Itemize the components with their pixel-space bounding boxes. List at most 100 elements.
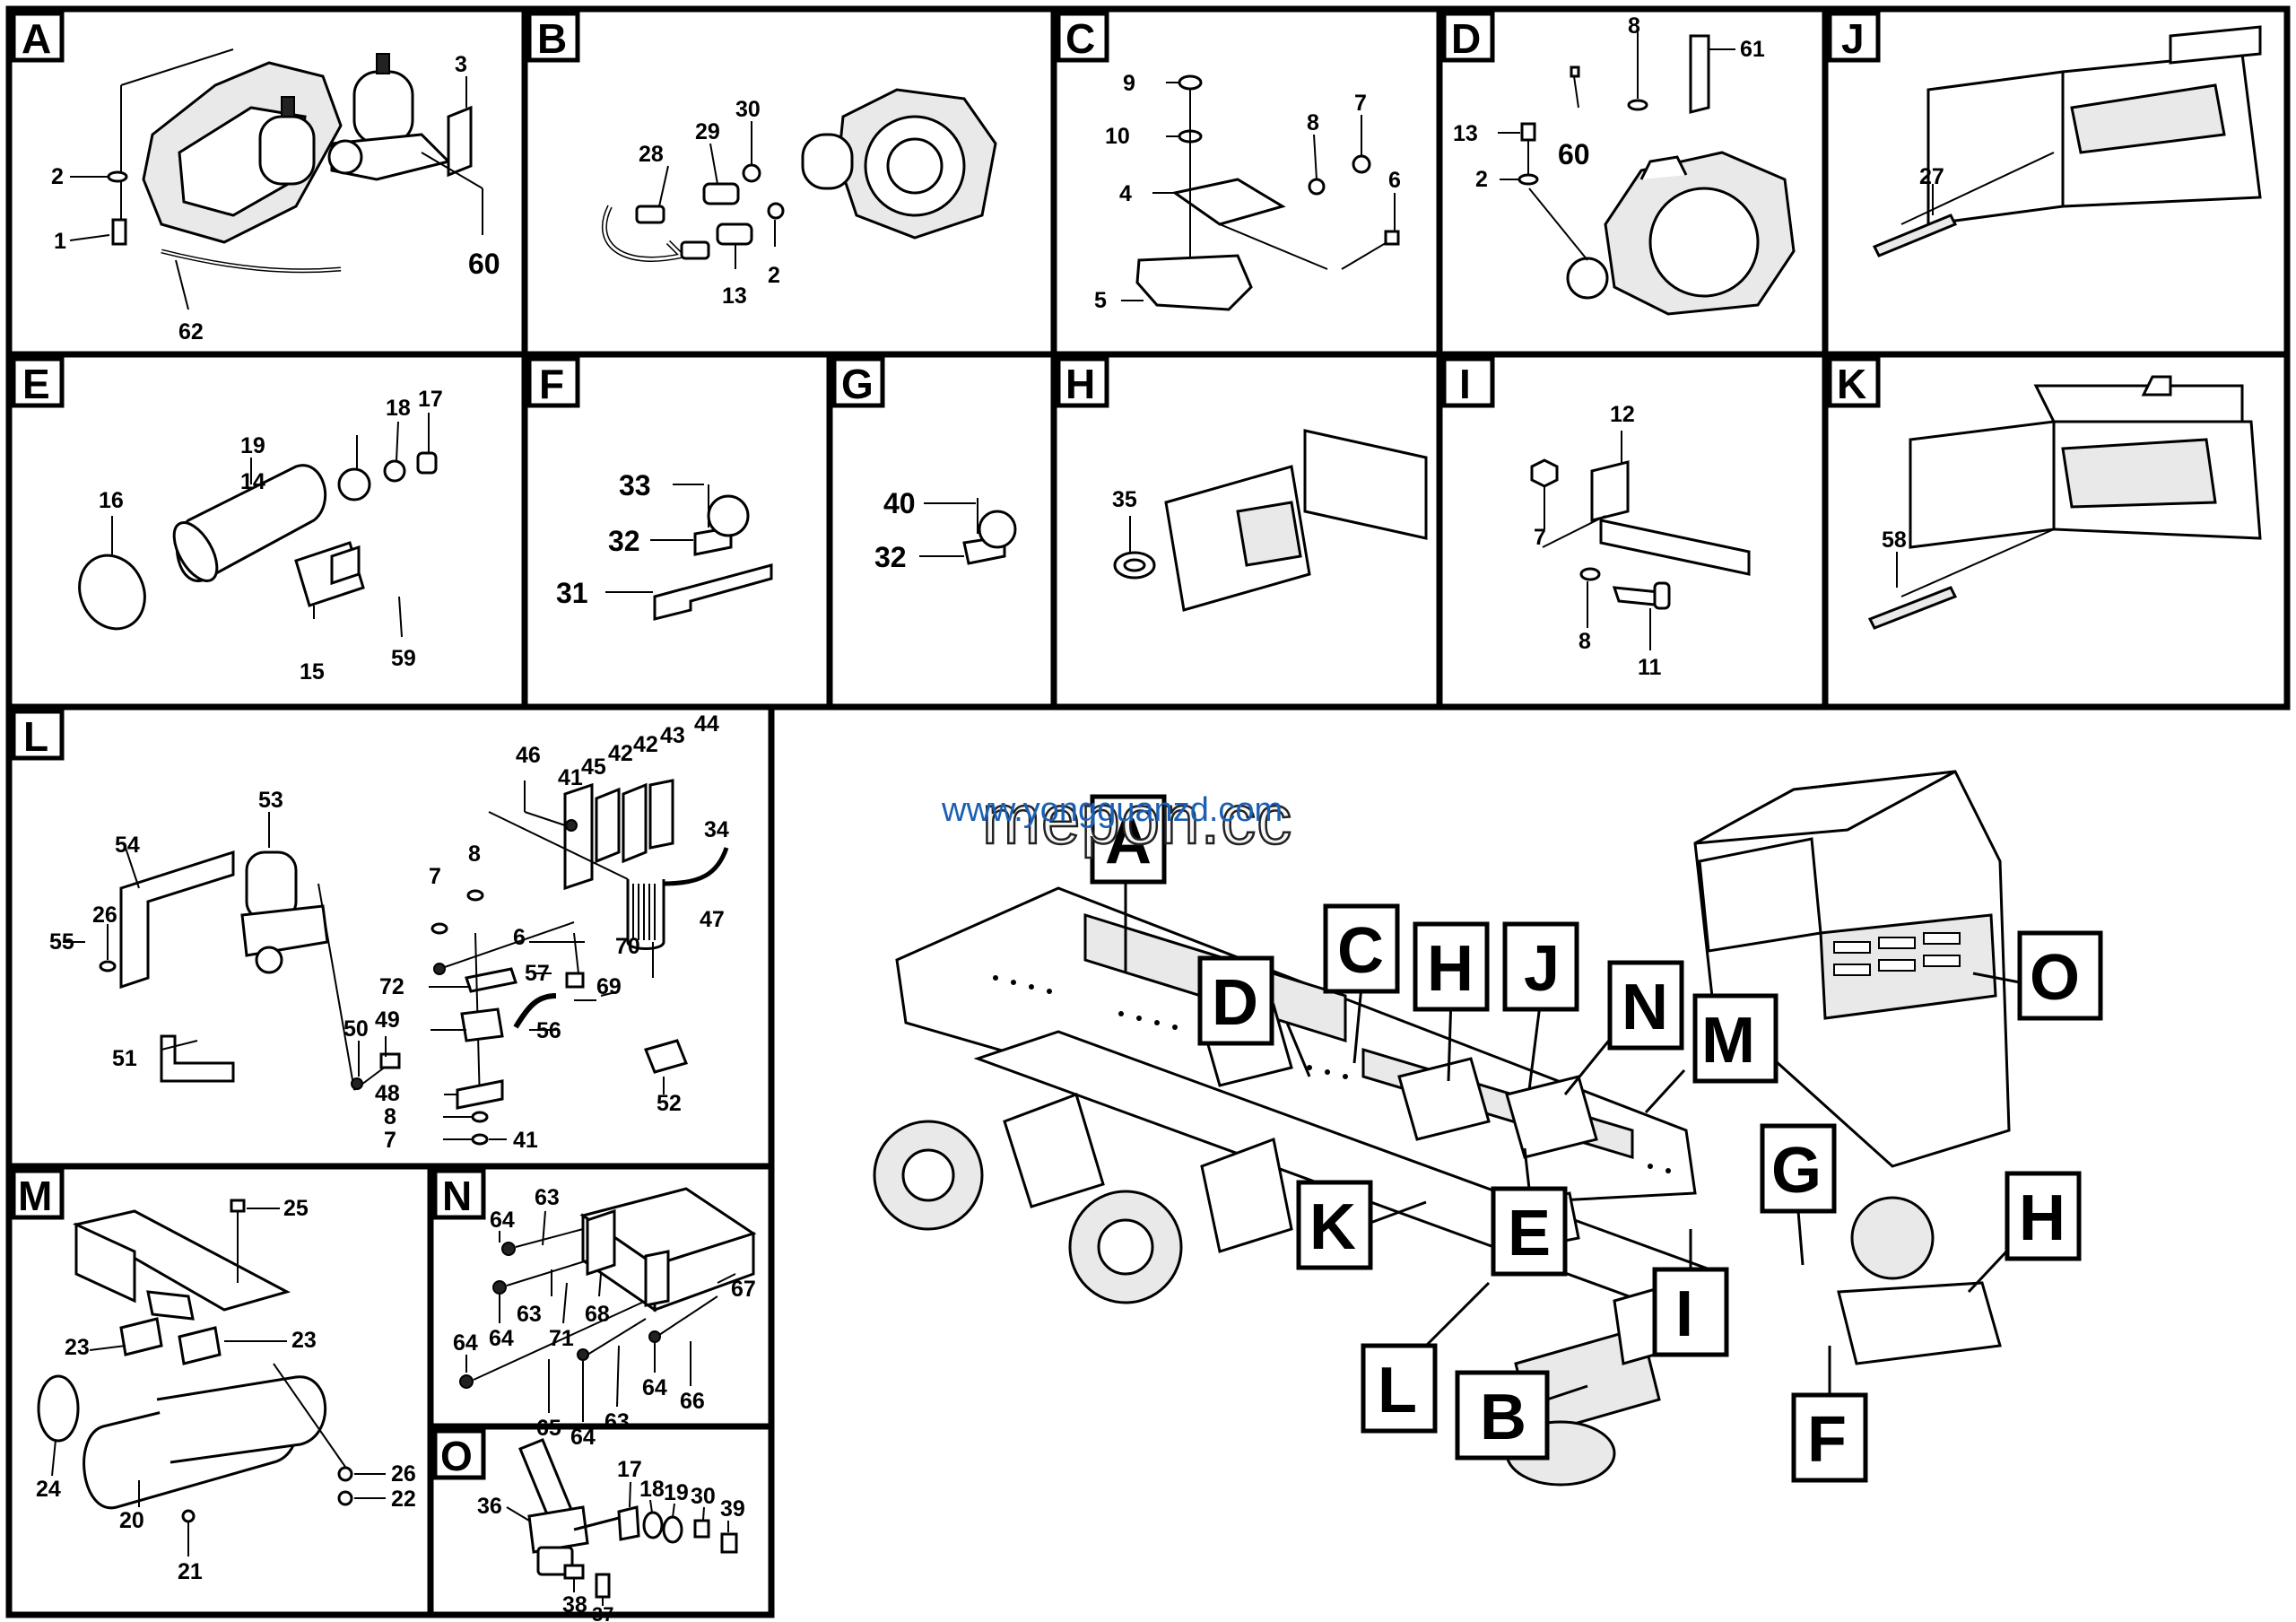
callout-m-24: 24: [36, 1477, 61, 1502]
panel-i-tag: I: [1459, 361, 1471, 407]
panel-a-tag: A: [22, 15, 51, 62]
overview-callout-m: M: [1701, 1005, 1755, 1077]
panel-a-drawing: 3 2 1 62 60: [51, 48, 500, 344]
callout-l-48: 48: [375, 1081, 400, 1106]
callout-l-44: 44: [694, 711, 719, 737]
callout-a-1: 1: [54, 229, 66, 254]
callout-l-55: 55: [49, 929, 74, 955]
callout-k-58: 58: [1882, 528, 1907, 553]
callout-l-8b: 8: [384, 1104, 396, 1129]
callout-o-38: 38: [562, 1592, 587, 1618]
callout-o-37: 37: [592, 1603, 613, 1622]
overview-callout-e: E: [1508, 1198, 1551, 1269]
callout-l-70: 70: [615, 934, 640, 959]
callout-l-46: 46: [516, 743, 541, 768]
overview-callout-h: H: [2019, 1182, 2066, 1254]
callout-i-11: 11: [1638, 655, 1662, 680]
callout-d-60: 60: [1558, 138, 1590, 170]
callout-j-27: 27: [1919, 164, 1944, 189]
callout-l-52: 52: [657, 1091, 682, 1116]
callout-l-41b: 41: [513, 1128, 538, 1153]
callout-b-29: 29: [695, 119, 720, 144]
callout-f-31: 31: [556, 577, 588, 609]
overview-callout-a: A: [1105, 806, 1152, 877]
watermark-url: www.yongguanzd.com: [941, 791, 1283, 829]
callout-c-5: 5: [1094, 288, 1107, 313]
callout-n-71: 71: [549, 1326, 574, 1351]
panel-i-drawing: 12 7 8 11: [1530, 402, 1751, 680]
panel-f-tag: F: [539, 361, 564, 407]
callout-n-63a: 63: [535, 1185, 560, 1210]
callout-c-9: 9: [1123, 71, 1135, 96]
callout-l-45: 45: [581, 754, 606, 780]
callout-n-63b: 63: [517, 1302, 542, 1327]
panel-m-tag: M: [18, 1173, 52, 1219]
callout-n-64e: 64: [642, 1375, 667, 1400]
callout-m-20: 20: [119, 1508, 144, 1533]
panel-n-drawing: 63 64 67 64 63 71 68 64 65 64 63 64 66: [453, 1185, 757, 1450]
callout-n-64c: 64: [453, 1330, 478, 1356]
callout-e-19: 19: [240, 433, 265, 458]
callout-c-10: 10: [1105, 124, 1130, 149]
callout-e-14: 14: [240, 469, 265, 494]
callout-o-19: 19: [664, 1480, 689, 1505]
watermark-brand: mepon.cc: [982, 780, 1292, 859]
overview-callout-o: O: [2030, 942, 2080, 1014]
overview-callout-h-top: H: [1427, 933, 1474, 1005]
overview-callout-g: G: [1771, 1135, 1822, 1207]
callout-g-32: 32: [874, 541, 907, 573]
panel-k-tag: K: [1837, 361, 1866, 407]
callout-c-7: 7: [1354, 91, 1367, 116]
callout-m-25: 25: [283, 1196, 309, 1221]
callout-o-30: 30: [691, 1484, 716, 1509]
panel-b-drawing: 30 29 28 13 2: [602, 88, 997, 309]
callout-o-39: 39: [720, 1496, 745, 1522]
callout-b-28: 28: [639, 142, 664, 167]
callout-l-56: 56: [536, 1018, 561, 1043]
callout-n-65: 65: [536, 1416, 561, 1441]
callout-d-13: 13: [1453, 121, 1478, 146]
callout-l-53: 53: [258, 788, 283, 813]
callout-b-30: 30: [735, 97, 761, 122]
callout-a-2: 2: [51, 164, 64, 189]
callout-e-59: 59: [391, 646, 416, 671]
callout-l-26: 26: [92, 903, 117, 928]
overview-callout-k: K: [1309, 1191, 1356, 1263]
callout-h-35: 35: [1112, 487, 1137, 512]
callout-e-17: 17: [418, 387, 443, 412]
truck-overview: [873, 770, 2021, 1487]
overview-callout-i: I: [1675, 1278, 1693, 1350]
callout-l-8a: 8: [468, 842, 481, 867]
callout-c-8: 8: [1307, 110, 1319, 135]
panel-b-tag: B: [537, 15, 567, 62]
callout-i-12: 12: [1610, 402, 1635, 427]
callout-d-2: 2: [1475, 167, 1488, 192]
callout-f-33: 33: [619, 469, 651, 501]
callout-n-64a: 64: [490, 1208, 515, 1233]
callout-m-23a: 23: [65, 1335, 90, 1360]
callout-l-50: 50: [344, 1016, 369, 1042]
callout-l-69: 69: [596, 974, 622, 999]
callout-n-64b: 64: [489, 1326, 514, 1351]
watermarks: mepon.cc www.yongguanzd.com: [941, 779, 1292, 860]
callout-n-64d: 64: [570, 1425, 596, 1450]
callout-l-7a: 7: [429, 864, 441, 889]
overview-callout-d: D: [1212, 967, 1258, 1039]
callout-e-15: 15: [300, 659, 325, 685]
panel-l-drawing: 46 41 45 42 42 43 44 34 53 54 8 7 47 6 7…: [49, 711, 729, 1153]
callout-o-18: 18: [639, 1477, 665, 1502]
panel-o-tag: O: [440, 1433, 473, 1479]
callout-o-36: 36: [477, 1494, 502, 1519]
panel-m-drawing: 25 23 23 24 26 22 20 21: [36, 1196, 416, 1584]
callout-l-34: 34: [704, 817, 729, 842]
callout-n-63c: 63: [604, 1409, 630, 1435]
panel-d-tag: D: [1451, 15, 1481, 62]
callout-e-18: 18: [386, 396, 411, 421]
callout-l-54: 54: [115, 833, 140, 858]
panel-e-tag: E: [22, 361, 50, 407]
callout-d-61: 61: [1740, 37, 1765, 62]
panel-j-drawing: 27: [1872, 25, 2262, 257]
callout-l-42a: 42: [608, 741, 633, 766]
overview-callout-j: J: [1524, 933, 1560, 1005]
